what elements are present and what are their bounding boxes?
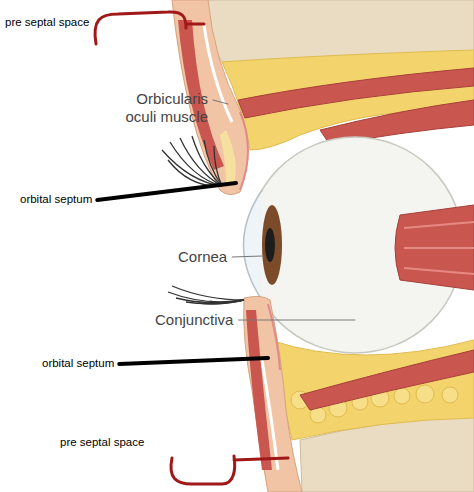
structure-label: orbital septum	[42, 357, 114, 371]
orbit-bone	[195, 0, 474, 492]
leader-line	[213, 100, 228, 104]
region-bracket	[171, 456, 288, 484]
upper-eyelid	[220, 130, 236, 186]
lower-eyelid	[268, 304, 280, 370]
orbital-fat	[222, 50, 474, 150]
upper-eyelid	[204, 25, 232, 122]
upper-eyelid	[240, 112, 248, 190]
leader-line	[232, 256, 262, 257]
eyeball	[265, 228, 275, 262]
lower-eyelid	[244, 296, 302, 492]
region-bracket	[95, 12, 288, 484]
orbital-fat	[416, 385, 434, 403]
region-bracket	[95, 12, 204, 44]
structure-label: Cornea	[178, 248, 227, 266]
lower-eyelashes	[172, 286, 244, 300]
leader-line	[97, 183, 236, 200]
region-label: pre septal space	[60, 436, 144, 450]
orbital-fat	[394, 388, 410, 404]
eyeball	[244, 137, 474, 353]
orbital-fat	[270, 340, 474, 440]
eyeball	[262, 205, 282, 285]
upper-eyelashes	[162, 136, 222, 186]
structure-label: Orbicularis oculi muscle	[112, 90, 208, 126]
eyeball	[244, 190, 263, 300]
lower-eyelashes	[168, 286, 244, 304]
region-label: pre septal space	[5, 16, 89, 30]
upper-eyelashes	[192, 136, 222, 186]
lower-eyelid	[262, 360, 278, 470]
lower-eyelid	[244, 296, 302, 492]
upper-eyelashes	[214, 146, 222, 186]
structure-label: orbital septum	[20, 193, 92, 207]
orbital-fat	[442, 387, 458, 403]
eyeball	[395, 205, 474, 290]
structure-label: Conjunctiva	[155, 311, 233, 329]
upper-eyelashes	[168, 160, 222, 186]
leader-line	[238, 320, 355, 321]
lower-eyelashes	[198, 300, 244, 304]
upper-eyelashes	[204, 140, 222, 186]
eyeball	[404, 222, 474, 274]
leader-line	[119, 358, 268, 364]
lower-eyelashes	[186, 300, 244, 304]
eye-muscle	[300, 350, 474, 410]
